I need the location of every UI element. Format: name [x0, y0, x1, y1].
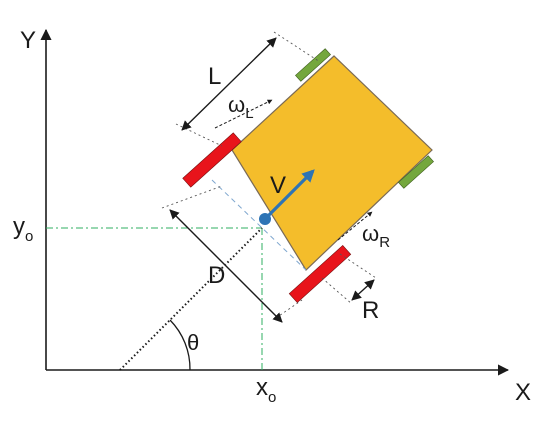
omega-left-label: ωL [228, 92, 254, 122]
x-axis-label: X [515, 379, 531, 406]
left-wheel-green [295, 48, 331, 82]
heading-angle-label: θ [187, 330, 199, 355]
svg-text:ωR: ωR [362, 221, 390, 251]
track-width-label: L [208, 63, 221, 90]
r-extension-bottom [321, 277, 353, 305]
left-wheel-red [182, 132, 242, 188]
l-extension-bottom [175, 123, 223, 147]
r-extension-top [339, 253, 377, 279]
reference-point [259, 213, 271, 225]
omega-right-arrow [337, 211, 373, 241]
right-wheel-green [398, 155, 434, 189]
wheel-radius-label: R [362, 297, 379, 324]
d-extension-bottom [275, 299, 303, 319]
robot-body [231, 55, 433, 271]
l-extension-top [273, 31, 321, 63]
svg-text:xo: xo [256, 374, 276, 406]
right-wheel-red [288, 245, 352, 303]
y-axis-label: Y [20, 27, 36, 54]
svg-text:yo: yo [13, 213, 33, 245]
x-origin-label: xo [256, 374, 276, 406]
omega-right-label: ωR [362, 221, 390, 251]
velocity-label: V [270, 172, 286, 199]
wheel-radius-dimension [351, 279, 375, 301]
y-origin-label: yo [13, 213, 33, 245]
heading-angle-arc [169, 319, 191, 371]
track-width-dimension [181, 37, 277, 131]
omega-left-arrow [214, 99, 273, 129]
d-extension-top [161, 185, 223, 209]
svg-text:ωL: ωL [228, 92, 254, 122]
offset-label: D [208, 262, 225, 289]
offset-dimension [169, 209, 283, 323]
